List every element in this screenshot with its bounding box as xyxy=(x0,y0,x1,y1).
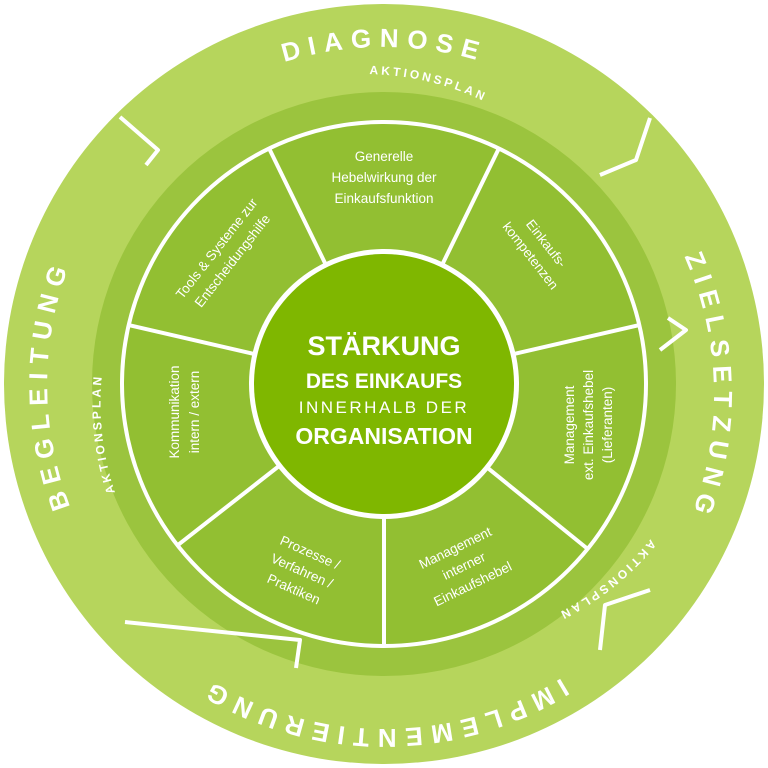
center-circle xyxy=(254,254,514,514)
center-line-2: DES EINKAUFS xyxy=(306,370,462,393)
segment-0-line-2: Einkaufsfunktion xyxy=(334,191,433,206)
segment-dividers xyxy=(128,147,640,646)
segment-label-hebelwirkung: Generelle Hebelwirkung der Einkaufsfunkt… xyxy=(331,149,437,206)
segment-0-line-0: Generelle xyxy=(355,149,414,164)
segment-2-line-0: Management xyxy=(562,385,577,464)
segment-5-line-0: Kommunikation xyxy=(167,365,182,458)
segment-2-line-1: ext. Einkaufshebel xyxy=(581,370,596,480)
segment-label-kommunikation: Kommunikation intern / extern xyxy=(167,365,202,458)
segment-5-line-1: intern / extern xyxy=(187,371,202,454)
separator-bottom-left xyxy=(124,620,302,669)
segment-2-line-2: (Lieferanten) xyxy=(600,387,615,464)
segment-divider xyxy=(267,147,328,266)
segment-divider xyxy=(486,466,589,551)
segment-label-management-ext: Management ext. Einkaufshebel (Lieferant… xyxy=(562,370,615,480)
segment-divider xyxy=(513,323,640,357)
segment-divider xyxy=(176,464,281,547)
separator-right-lower xyxy=(658,316,688,352)
segment-0-line-1: Hebelwirkung der xyxy=(331,170,437,185)
segment-divider xyxy=(128,323,255,357)
center-line-1: STÄRKUNG xyxy=(308,331,461,361)
separator-top-left xyxy=(118,115,160,167)
center-line-3: INNERHALB DER xyxy=(299,398,469,417)
phase-separators xyxy=(118,115,688,669)
center-line-4: ORGANISATION xyxy=(295,423,472,449)
separator-bottom-right xyxy=(598,588,651,651)
separator-top-right xyxy=(599,117,652,177)
segment-divider xyxy=(440,147,501,266)
